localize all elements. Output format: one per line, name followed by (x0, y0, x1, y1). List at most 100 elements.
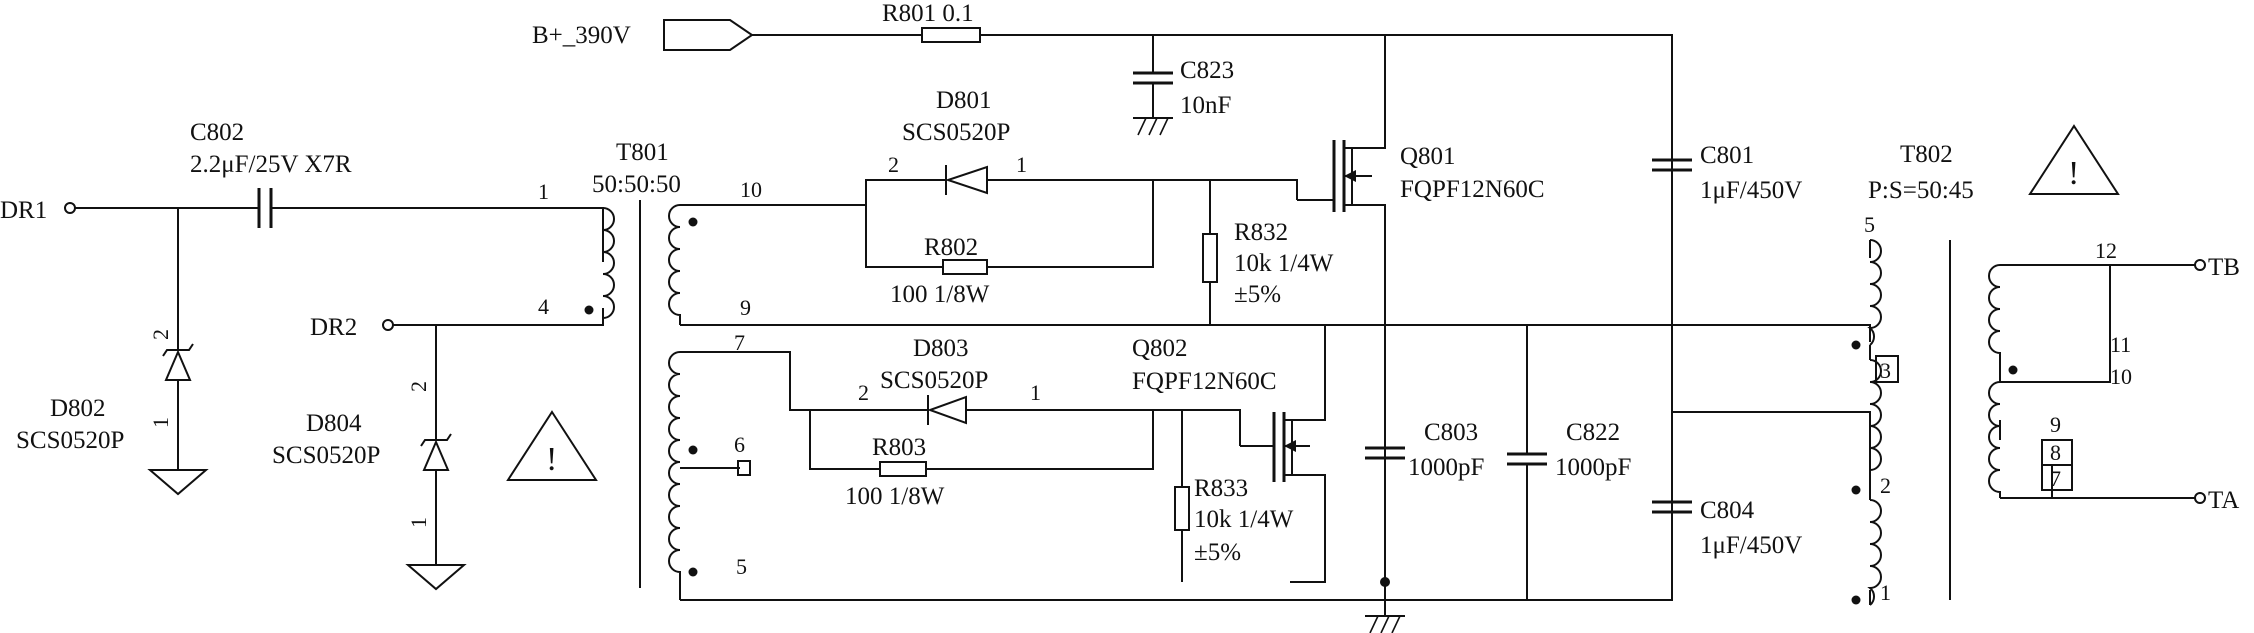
c823-ref: C823 (1180, 57, 1234, 84)
t801-pin-5: 5 (736, 554, 747, 579)
r802-ref: R802 (924, 234, 978, 261)
t802-pin-3: 3 (1880, 358, 1891, 383)
c804-capacitor (1652, 500, 1692, 514)
ta-label: TA (2208, 487, 2239, 514)
r803-resistor (879, 461, 927, 477)
d802-ref: D802 (50, 395, 106, 422)
t802-pin-10: 10 (2110, 364, 2132, 389)
t801-ref: T801 (616, 139, 669, 166)
t802-pin-11: 11 (2110, 332, 2131, 357)
c822-ref: C822 (1566, 419, 1620, 446)
c804-value: 1μF/450V (1700, 532, 1802, 559)
r832-resistor (1202, 233, 1218, 283)
d803-part: SCS0520P (880, 367, 988, 394)
t802-pin-7: 7 (2050, 466, 2061, 491)
c823-capacitor (1133, 71, 1173, 85)
d802-diode (162, 343, 194, 381)
c802-capacitor (257, 188, 273, 228)
q802-ref: Q802 (1132, 335, 1188, 362)
r833-ref: R833 (1194, 475, 1248, 502)
junction-dot (1380, 577, 1390, 587)
dr1-terminal (64, 202, 76, 214)
c801-ref: C801 (1700, 142, 1754, 169)
t802-pin-5: 5 (1864, 212, 1875, 237)
t802-pin-12: 12 (2095, 238, 2117, 263)
tb-label: TB (2208, 254, 2240, 281)
c822-value: 1000pF (1555, 454, 1631, 481)
r802-value: 100 1/8W (890, 281, 990, 308)
d804-pin2: 2 (406, 381, 431, 392)
t802-ratio: P:S=50:45 (1868, 177, 1974, 204)
r832-ref: R832 (1234, 219, 1288, 246)
ground-icon (1133, 117, 1173, 136)
t802-pin-1: 1 (1880, 580, 1891, 605)
q802-part: FQPF12N60C (1132, 368, 1277, 395)
d804-diode (420, 433, 452, 471)
d803-diode (927, 395, 967, 425)
t801-pin-7: 7 (734, 330, 745, 355)
t801-pin-4: 4 (538, 294, 549, 319)
r803-ref: R803 (872, 434, 926, 461)
c803-ref: C803 (1424, 419, 1478, 446)
c802-value: 2.2μF/25V X7R (190, 151, 352, 178)
d801-ref: D801 (936, 87, 992, 114)
d801-pin1: 1 (1016, 152, 1027, 177)
t802-pin-2: 2 (1880, 473, 1891, 498)
r833-resistor (1174, 486, 1190, 531)
c823-value: 10nF (1180, 92, 1231, 119)
ground-icon (405, 564, 467, 591)
d802-part: SCS0520P (16, 427, 124, 454)
d804-ref: D804 (306, 410, 362, 437)
c822-capacitor (1507, 452, 1547, 466)
supply-label: B+_390V (532, 22, 631, 49)
d803-pin1: 1 (1030, 380, 1041, 405)
ta-terminal (2194, 492, 2206, 504)
d803-pin2: 2 (858, 380, 869, 405)
tb-terminal (2194, 259, 2206, 271)
dr1-label: DR1 (0, 197, 47, 224)
dr2-label: DR2 (310, 314, 357, 341)
q801-mosfet (1297, 140, 1372, 212)
d804-part: SCS0520P (272, 442, 380, 469)
c803-value: 1000pF (1408, 454, 1484, 481)
dr2-terminal (382, 319, 394, 331)
warning-icon: ! (2028, 124, 2120, 195)
r801-resistor (921, 27, 981, 43)
ground-icon (1365, 615, 1405, 633)
r803-value: 100 1/8W (845, 483, 945, 510)
t801-pin-6: 6 (734, 432, 745, 457)
q801-part: FQPF12N60C (1400, 176, 1545, 203)
r833-tolerance: ±5% (1194, 539, 1241, 566)
t801-pin-10: 10 (740, 177, 762, 202)
d802-pin1: 1 (148, 417, 173, 428)
t802-transformer (1851, 239, 2073, 606)
t801-ratio: 50:50:50 (592, 171, 681, 198)
t802-ref: T802 (1900, 141, 1953, 168)
t802-pin-9: 9 (2050, 412, 2061, 437)
r801-label: R801 0.1 (882, 0, 974, 27)
d801-part: SCS0520P (902, 119, 1010, 146)
r802-resistor (942, 259, 988, 275)
r832-value: 10k 1/4W (1234, 250, 1334, 277)
t801-pin-1: 1 (538, 179, 549, 204)
r832-tolerance: ±5% (1234, 281, 1281, 308)
t801-pin-9: 9 (740, 295, 751, 320)
c801-value: 1μF/450V (1700, 177, 1802, 204)
c803-capacitor (1365, 446, 1405, 460)
t801-transformer (584, 200, 751, 600)
r833-value: 10k 1/4W (1194, 506, 1294, 533)
d804-pin1: 1 (406, 517, 431, 528)
d802-pin2: 2 (148, 329, 173, 340)
t802-pin-8: 8 (2050, 440, 2061, 465)
svg-text:!: ! (2068, 155, 2079, 192)
warning-icon: ! (506, 410, 598, 481)
d801-diode (944, 165, 988, 195)
svg-text:!: ! (546, 441, 557, 478)
d803-ref: D803 (913, 335, 969, 362)
supply-connector (663, 19, 754, 51)
c804-ref: C804 (1700, 497, 1755, 524)
q801-ref: Q801 (1400, 143, 1456, 170)
c801-capacitor (1652, 158, 1692, 172)
c802-ref: C802 (190, 119, 244, 146)
